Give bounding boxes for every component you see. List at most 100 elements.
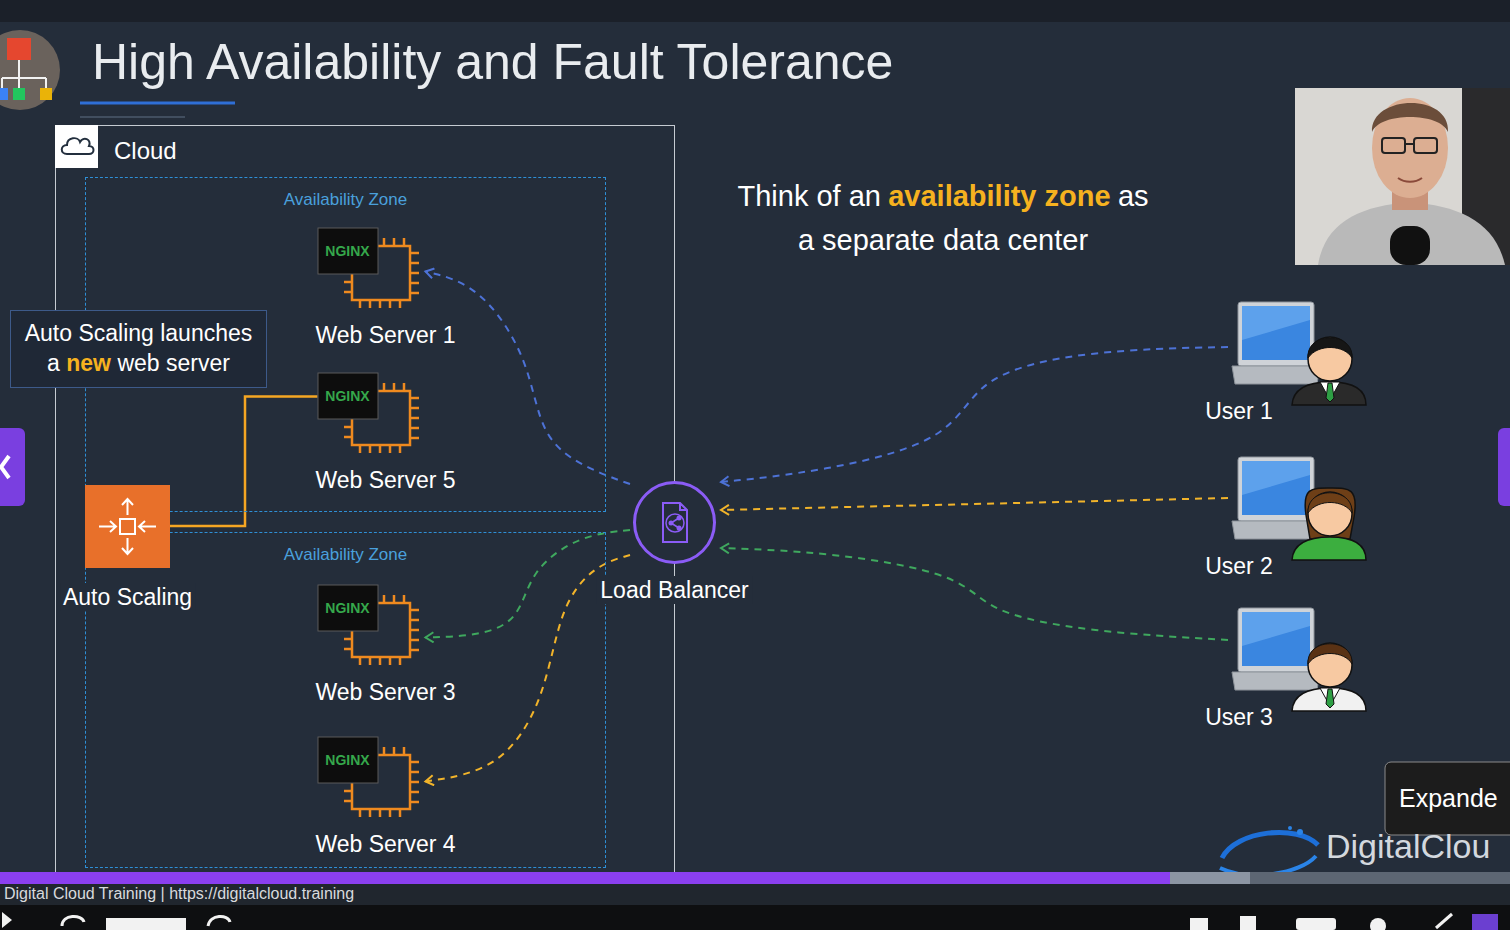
chip-pin	[410, 618, 419, 621]
presenter-video	[1295, 88, 1510, 265]
nginx-badge	[318, 228, 378, 274]
service-label: Load Balancer	[596, 576, 752, 604]
chip-pin	[392, 383, 395, 391]
chip-pin	[358, 445, 361, 453]
service-label: Auto Scaling	[60, 583, 195, 611]
user-client: User 2	[1232, 457, 1366, 560]
laptop-base	[1232, 672, 1320, 690]
laptop-frame	[1238, 302, 1314, 366]
server-icon	[318, 228, 422, 310]
tooltip-box	[1385, 762, 1510, 835]
web-server: NGINXWeb Server 1	[318, 228, 420, 308]
connector	[426, 272, 631, 485]
presenter-video	[1382, 138, 1405, 153]
cloud-boundary: CloudAvailability ZoneNGINXWeb Server 1 N…	[55, 125, 675, 872]
chip-pin	[344, 637, 352, 640]
presenter-video	[1405, 143, 1414, 145]
nginx-badge	[318, 585, 378, 631]
player-controls	[0, 905, 1510, 930]
balancer-ring	[635, 483, 715, 563]
server-icon	[318, 737, 422, 819]
person-body	[1292, 537, 1366, 560]
chip-pin	[402, 595, 405, 603]
section-icon	[0, 30, 60, 110]
chip-pin	[410, 800, 419, 803]
person-head	[1308, 492, 1352, 536]
chip-pin	[378, 809, 381, 817]
auto-scaling-service: Auto Scaling	[85, 485, 170, 568]
web-server: NGINXWeb Server 3	[318, 585, 420, 665]
presenter-video	[1372, 103, 1448, 132]
cloud-glyph	[62, 138, 94, 154]
chip-pin	[410, 648, 419, 651]
player-controls	[208, 916, 230, 926]
web-server: NGINXWeb Server 4	[318, 737, 420, 817]
title-underline	[80, 102, 235, 105]
chip-pin	[344, 290, 352, 293]
region-label: Cloud	[114, 137, 177, 165]
chip-pin	[398, 657, 401, 665]
chip-pin	[392, 238, 395, 246]
progress-bar	[1250, 872, 1510, 884]
chip-pin	[344, 435, 352, 438]
connector	[721, 548, 1228, 640]
laptop-base	[1232, 366, 1320, 384]
section-icon	[0, 30, 60, 110]
server-label: Web Server 5	[315, 466, 455, 494]
screen-glare	[1242, 612, 1310, 646]
diagram-title: High Availability and Fault Tolerance	[92, 32, 893, 92]
nav-tab	[0, 428, 25, 506]
presenter-video	[1318, 202, 1505, 265]
chip-pin	[402, 383, 405, 391]
presenter-video	[1295, 88, 1510, 265]
chip-pin	[382, 747, 385, 755]
chip-pin	[410, 780, 419, 783]
footer-text: Digital Cloud Training | https://digital…	[4, 884, 354, 904]
chip-pin	[410, 638, 419, 641]
connector	[170, 397, 318, 527]
auto-scaling-icon	[85, 485, 170, 568]
player-controls	[1296, 918, 1336, 930]
connector	[721, 347, 1228, 482]
chip-pin	[378, 300, 381, 308]
person-hair	[1308, 493, 1352, 513]
chip-pin	[382, 238, 385, 246]
zone-label: Availability Zone	[284, 189, 407, 211]
presenter-video	[1414, 138, 1437, 153]
player-controls	[1240, 916, 1256, 930]
arrow-glyph	[122, 499, 133, 515]
chip-pin	[410, 251, 419, 254]
connector	[721, 498, 1228, 510]
chip-pin	[410, 628, 419, 631]
note-text: as	[1118, 174, 1149, 218]
nginx-logo-text: NGINX	[318, 373, 378, 419]
presenter-video	[1398, 178, 1422, 182]
screen-glare	[1242, 461, 1310, 495]
nginx-badge	[318, 373, 378, 419]
laptop-screen	[1242, 461, 1310, 515]
section-icon	[18, 78, 20, 88]
chip-pin	[410, 396, 419, 399]
chip-pin	[398, 445, 401, 453]
brand-logo	[1220, 826, 1318, 875]
nginx-logo-text: NGINX	[318, 737, 378, 783]
chip-pin	[358, 300, 361, 308]
chip-pin	[398, 809, 401, 817]
player-controls	[1370, 918, 1386, 930]
callout-text: Auto Scaling launches	[21, 318, 256, 348]
user-client: User 3	[1232, 608, 1366, 711]
nginx-badge	[318, 737, 378, 783]
chip-pin	[410, 770, 419, 773]
chip-pin	[410, 281, 419, 284]
chip-pin	[382, 383, 385, 391]
share-glyph	[677, 526, 682, 531]
chip-pin	[368, 657, 371, 665]
player-controls	[2, 912, 12, 928]
nav-tab	[1498, 428, 1510, 506]
arrow-glyph	[139, 521, 156, 532]
chip-pin	[392, 595, 395, 603]
note-text: Think of an	[737, 174, 880, 218]
callout-box: Auto Scaling launchesanewweb server	[10, 310, 267, 388]
logo-text: DigitalClou	[1326, 826, 1490, 866]
